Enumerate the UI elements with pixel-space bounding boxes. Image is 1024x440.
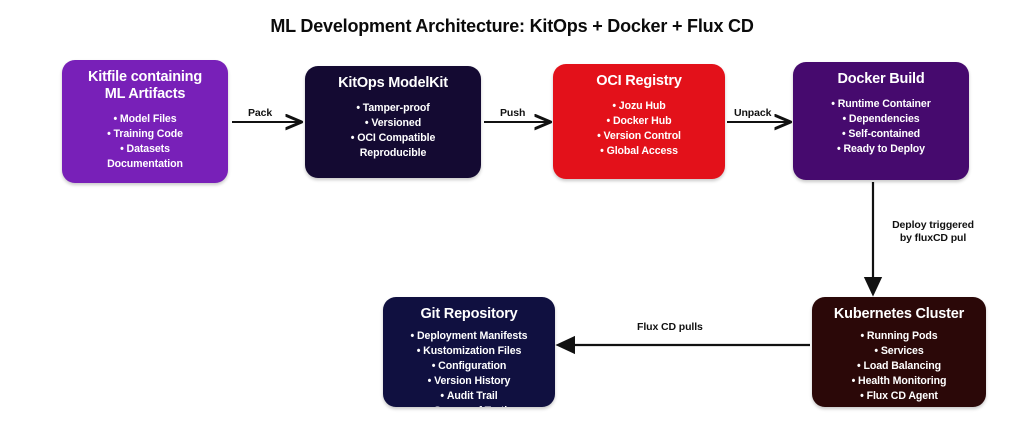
list-item: Deployment Manifests <box>383 329 555 344</box>
list-item: Configuration <box>383 359 555 374</box>
list-item: Health Monitoring <box>812 374 986 389</box>
docker-build-node-title: Docker Build <box>837 71 925 87</box>
kitops-modelkit-node-title: KitOps ModelKit <box>338 75 448 91</box>
list-item: Self-contained <box>793 127 969 142</box>
kubernetes-cluster-node-list: Running Pods Services Load Balancing Hea… <box>812 329 986 404</box>
list-item: Version Control <box>553 129 725 144</box>
list-item: Model Files <box>62 112 228 127</box>
list-item: Datasets <box>62 142 228 157</box>
list-item: Services <box>812 344 986 359</box>
kubernetes-cluster-node-title: Kubernetes Cluster <box>833 306 965 322</box>
kitfile-node-list: Model Files Training Code Datasets Docum… <box>62 112 228 172</box>
list-item: Global Access <box>553 144 725 159</box>
kitops-modelkit-node[interactable]: KitOps ModelKit Tamper-proof Versioned O… <box>305 66 481 178</box>
oci-registry-node-title: OCI Registry <box>596 73 682 89</box>
page-title: ML Development Architecture: KitOps + Do… <box>270 16 754 36</box>
list-item: Kustomization Files <box>383 344 555 359</box>
list-item: Running Pods <box>812 329 986 344</box>
list-item: Versioned <box>305 116 481 131</box>
edge-label-deploy-line2: by fluxCD pul <box>899 232 967 245</box>
edge-label-deploy-line1: Deploy triggered <box>892 219 974 231</box>
oci-registry-node[interactable]: OCI Registry Jozu Hub Docker Hub Version… <box>553 64 725 179</box>
list-item: Reproducible <box>359 146 427 159</box>
list-item: Runtime Container <box>793 97 969 112</box>
list-item: Source of Truth <box>383 404 555 407</box>
list-item: Audit Trail <box>383 389 555 404</box>
oci-registry-node-list: Jozu Hub Docker Hub Version Control Glob… <box>553 99 725 159</box>
git-repository-node-list: Deployment Manifests Kustomization Files… <box>383 329 555 407</box>
list-item: Version History <box>383 374 555 389</box>
kitfile-title-line1: Kitfile containing <box>87 69 202 85</box>
list-item: Tamper-proof <box>305 101 481 116</box>
edge-label-push: Push <box>500 107 526 119</box>
list-item: Dependencies <box>793 112 969 127</box>
kitops-modelkit-node-list: Tamper-proof Versioned OCI Compatible Re… <box>305 101 481 161</box>
edge-label-deploy: Deploy triggered by fluxCD pul <box>878 219 988 245</box>
list-item: Flux CD Agent <box>812 389 986 404</box>
kitfile-title-line2: ML Artifacts <box>104 85 186 102</box>
list-item: Load Balancing <box>812 359 986 374</box>
list-item: Docker Hub <box>553 114 725 129</box>
list-item: OCI Compatible <box>305 131 481 146</box>
list-item: Documentation <box>107 157 183 170</box>
docker-build-node-list: Runtime Container Dependencies Self-cont… <box>793 97 969 157</box>
kitfile-node[interactable]: Kitfile containing ML Artifacts Model Fi… <box>62 60 228 183</box>
kitfile-node-title: Kitfile containing ML Artifacts <box>62 69 228 103</box>
docker-build-node[interactable]: Docker Build Runtime Container Dependenc… <box>793 62 969 180</box>
list-item: Training Code <box>62 127 228 142</box>
list-item: Jozu Hub <box>553 99 725 114</box>
edge-label-pack: Pack <box>248 107 273 119</box>
edge-label-flux-cd-pulls: Flux CD pulls <box>637 321 703 333</box>
kubernetes-cluster-node[interactable]: Kubernetes Cluster Running Pods Services… <box>812 297 986 407</box>
edge-label-unpack: Unpack <box>734 107 772 119</box>
list-item: Ready to Deploy <box>793 142 969 157</box>
git-repository-node-title: Git Repository <box>420 306 518 322</box>
git-repository-node[interactable]: Git Repository Deployment Manifests Kust… <box>383 297 555 407</box>
